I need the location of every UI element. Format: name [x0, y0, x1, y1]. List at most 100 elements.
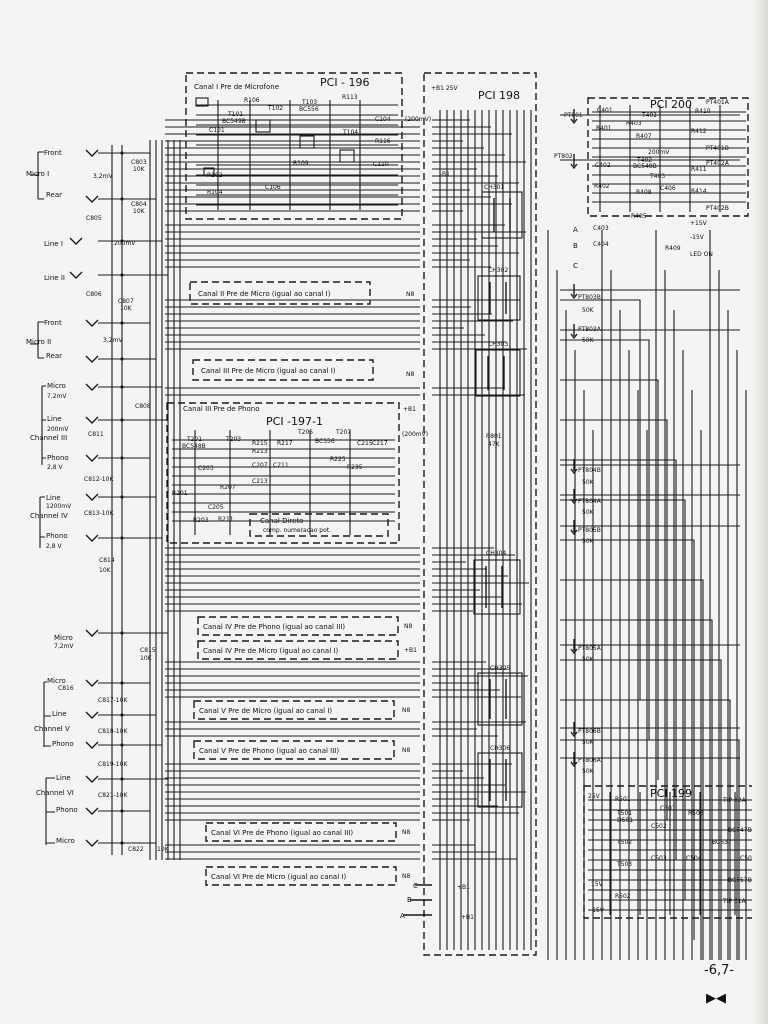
input-channel-5: Channel V [34, 725, 70, 733]
pci200-board-outline [587, 97, 749, 217]
label-ch303: CH303 [488, 341, 508, 348]
pci196-component [255, 119, 271, 133]
net-200mv-mid: (200mV) [402, 431, 428, 438]
label-c818: C818-10K [98, 728, 128, 735]
label-t502: T502 [616, 839, 632, 846]
input-brackets [30, 151, 55, 845]
net-n8-f: N8 [402, 829, 410, 836]
net-n8-e: N8 [402, 747, 410, 754]
pci200-title: PCI 200 [650, 98, 692, 111]
label-c215: C215 [357, 440, 373, 447]
label-r403: R403 [626, 120, 642, 127]
label-50k-h: 50K [582, 768, 595, 775]
ch3-preamp-note: Canal III Pre de Micro (igual ao canal I… [201, 367, 336, 375]
switch-contacts [489, 759, 507, 801]
selector-switch-1 [481, 191, 523, 239]
pci196-component [203, 167, 215, 176]
pci196-component [195, 97, 209, 107]
label-pt402b: PT402B [706, 205, 729, 212]
input-channel-3: Channel III [30, 434, 67, 442]
label-r502: R502 [615, 893, 631, 900]
net-a: A [400, 912, 405, 920]
label-tip31a: TIP 31A [722, 898, 747, 905]
label-c217: C217 [372, 440, 388, 447]
label-pt805b: PT805B [578, 527, 601, 534]
ch1-preamp-title: Canal I Pre de Microfone [194, 83, 279, 91]
label-t102: T102 [267, 105, 283, 112]
label-bc549: BC549B [222, 118, 246, 125]
circuit-traces [98, 97, 766, 960]
label-10k-d: 10K [99, 567, 112, 574]
label-c203: C203 [198, 465, 214, 472]
net-led-on: LED ON [690, 251, 713, 258]
label-c807: C807 [118, 298, 134, 305]
label-c401: C401 [597, 107, 613, 114]
switch-contacts [485, 566, 503, 608]
label-c804: C804 [131, 201, 147, 208]
label-r215: R215 [252, 440, 268, 447]
net-n8-a: N8 [406, 291, 414, 298]
net-b1-c: +B1 [404, 647, 417, 654]
selector-switch-6 [477, 752, 523, 808]
input-front-1: Front [44, 149, 62, 157]
net-n8-d: N8 [402, 707, 410, 714]
stair-wire [560, 339, 650, 740]
input-v32b: 3,2mV [103, 337, 123, 344]
label-pt806b: PT806B [578, 728, 601, 735]
label-50k-d: 50K [582, 509, 595, 516]
label-r109: R109 [293, 160, 309, 167]
label-c211: C211 [273, 462, 289, 469]
label-pt805a: PT805A [578, 645, 602, 652]
input-micro-6: Micro [56, 837, 75, 845]
label-r414: R414 [691, 188, 707, 195]
page-marks: ▶◀ [706, 991, 726, 1006]
pci198-title: PCI 198 [478, 89, 520, 102]
label-c815: C815 [140, 647, 156, 654]
pci196-component [299, 135, 315, 149]
ch4-phono-box [197, 616, 399, 636]
label-50k-g: 50K [582, 739, 595, 746]
stair-wire [560, 419, 668, 820]
input-rear-2: Rear [46, 352, 62, 360]
net-n8-c: N8 [404, 623, 412, 630]
ch6-phono-box [205, 822, 397, 842]
stair-wire [560, 619, 713, 960]
input-line-2: Line II [44, 274, 65, 282]
label-r503: R503 [688, 810, 704, 817]
label-c813: C813-10K [84, 510, 114, 517]
label-pt806a: PT806A [578, 757, 602, 764]
net-b1-25v: +B1 25V [431, 85, 459, 92]
direct-channel-note-2: comp. numeracao pot. [263, 527, 331, 534]
label-ch306: CH306 [490, 745, 510, 752]
abc-lines [403, 884, 432, 916]
net-b1-bottom: +B1 [457, 884, 470, 891]
input-labels: Front Micro I 3,2mV Rear Line I 200mV Li… [26, 149, 136, 845]
label-t503: T503 [616, 861, 632, 868]
net-n8-g: N8 [402, 873, 410, 880]
net-b-right: B [573, 242, 578, 250]
ch2-preamp-note: Canal II Pre de Micro (igual ao canal I) [198, 290, 331, 298]
label-c501: C501 [660, 805, 676, 812]
pci198-board-outline [423, 72, 537, 956]
input-v28: 2,8 V [47, 464, 63, 471]
selector-switch-4 [473, 559, 521, 615]
ch4-micro-box [197, 640, 399, 660]
input-micro-5: Micro [47, 677, 66, 685]
label-c505: C505 [740, 855, 756, 862]
label-c803: C803 [131, 159, 147, 166]
ch6-phono-note: Canal VI Pre de Phono (igual ao canal II… [211, 829, 353, 837]
ch5-phono-note: Canal V Pre de Phono (igual ao canal III… [199, 747, 339, 755]
potentiometer [570, 520, 578, 536]
input-v200b: 200mV [47, 426, 69, 433]
label-r405: R405 [631, 213, 647, 220]
net-c-right: C [573, 262, 578, 270]
label-pt402a: PT402A [706, 160, 730, 167]
label-r409: R409 [665, 245, 681, 252]
ch2-preamp-box [189, 281, 371, 305]
label-c811: C811 [88, 431, 104, 438]
input-micro-4: Micro [54, 634, 73, 642]
potentiometer [570, 722, 578, 738]
potentiometer [570, 284, 578, 300]
label-t103: T103 [301, 99, 317, 106]
